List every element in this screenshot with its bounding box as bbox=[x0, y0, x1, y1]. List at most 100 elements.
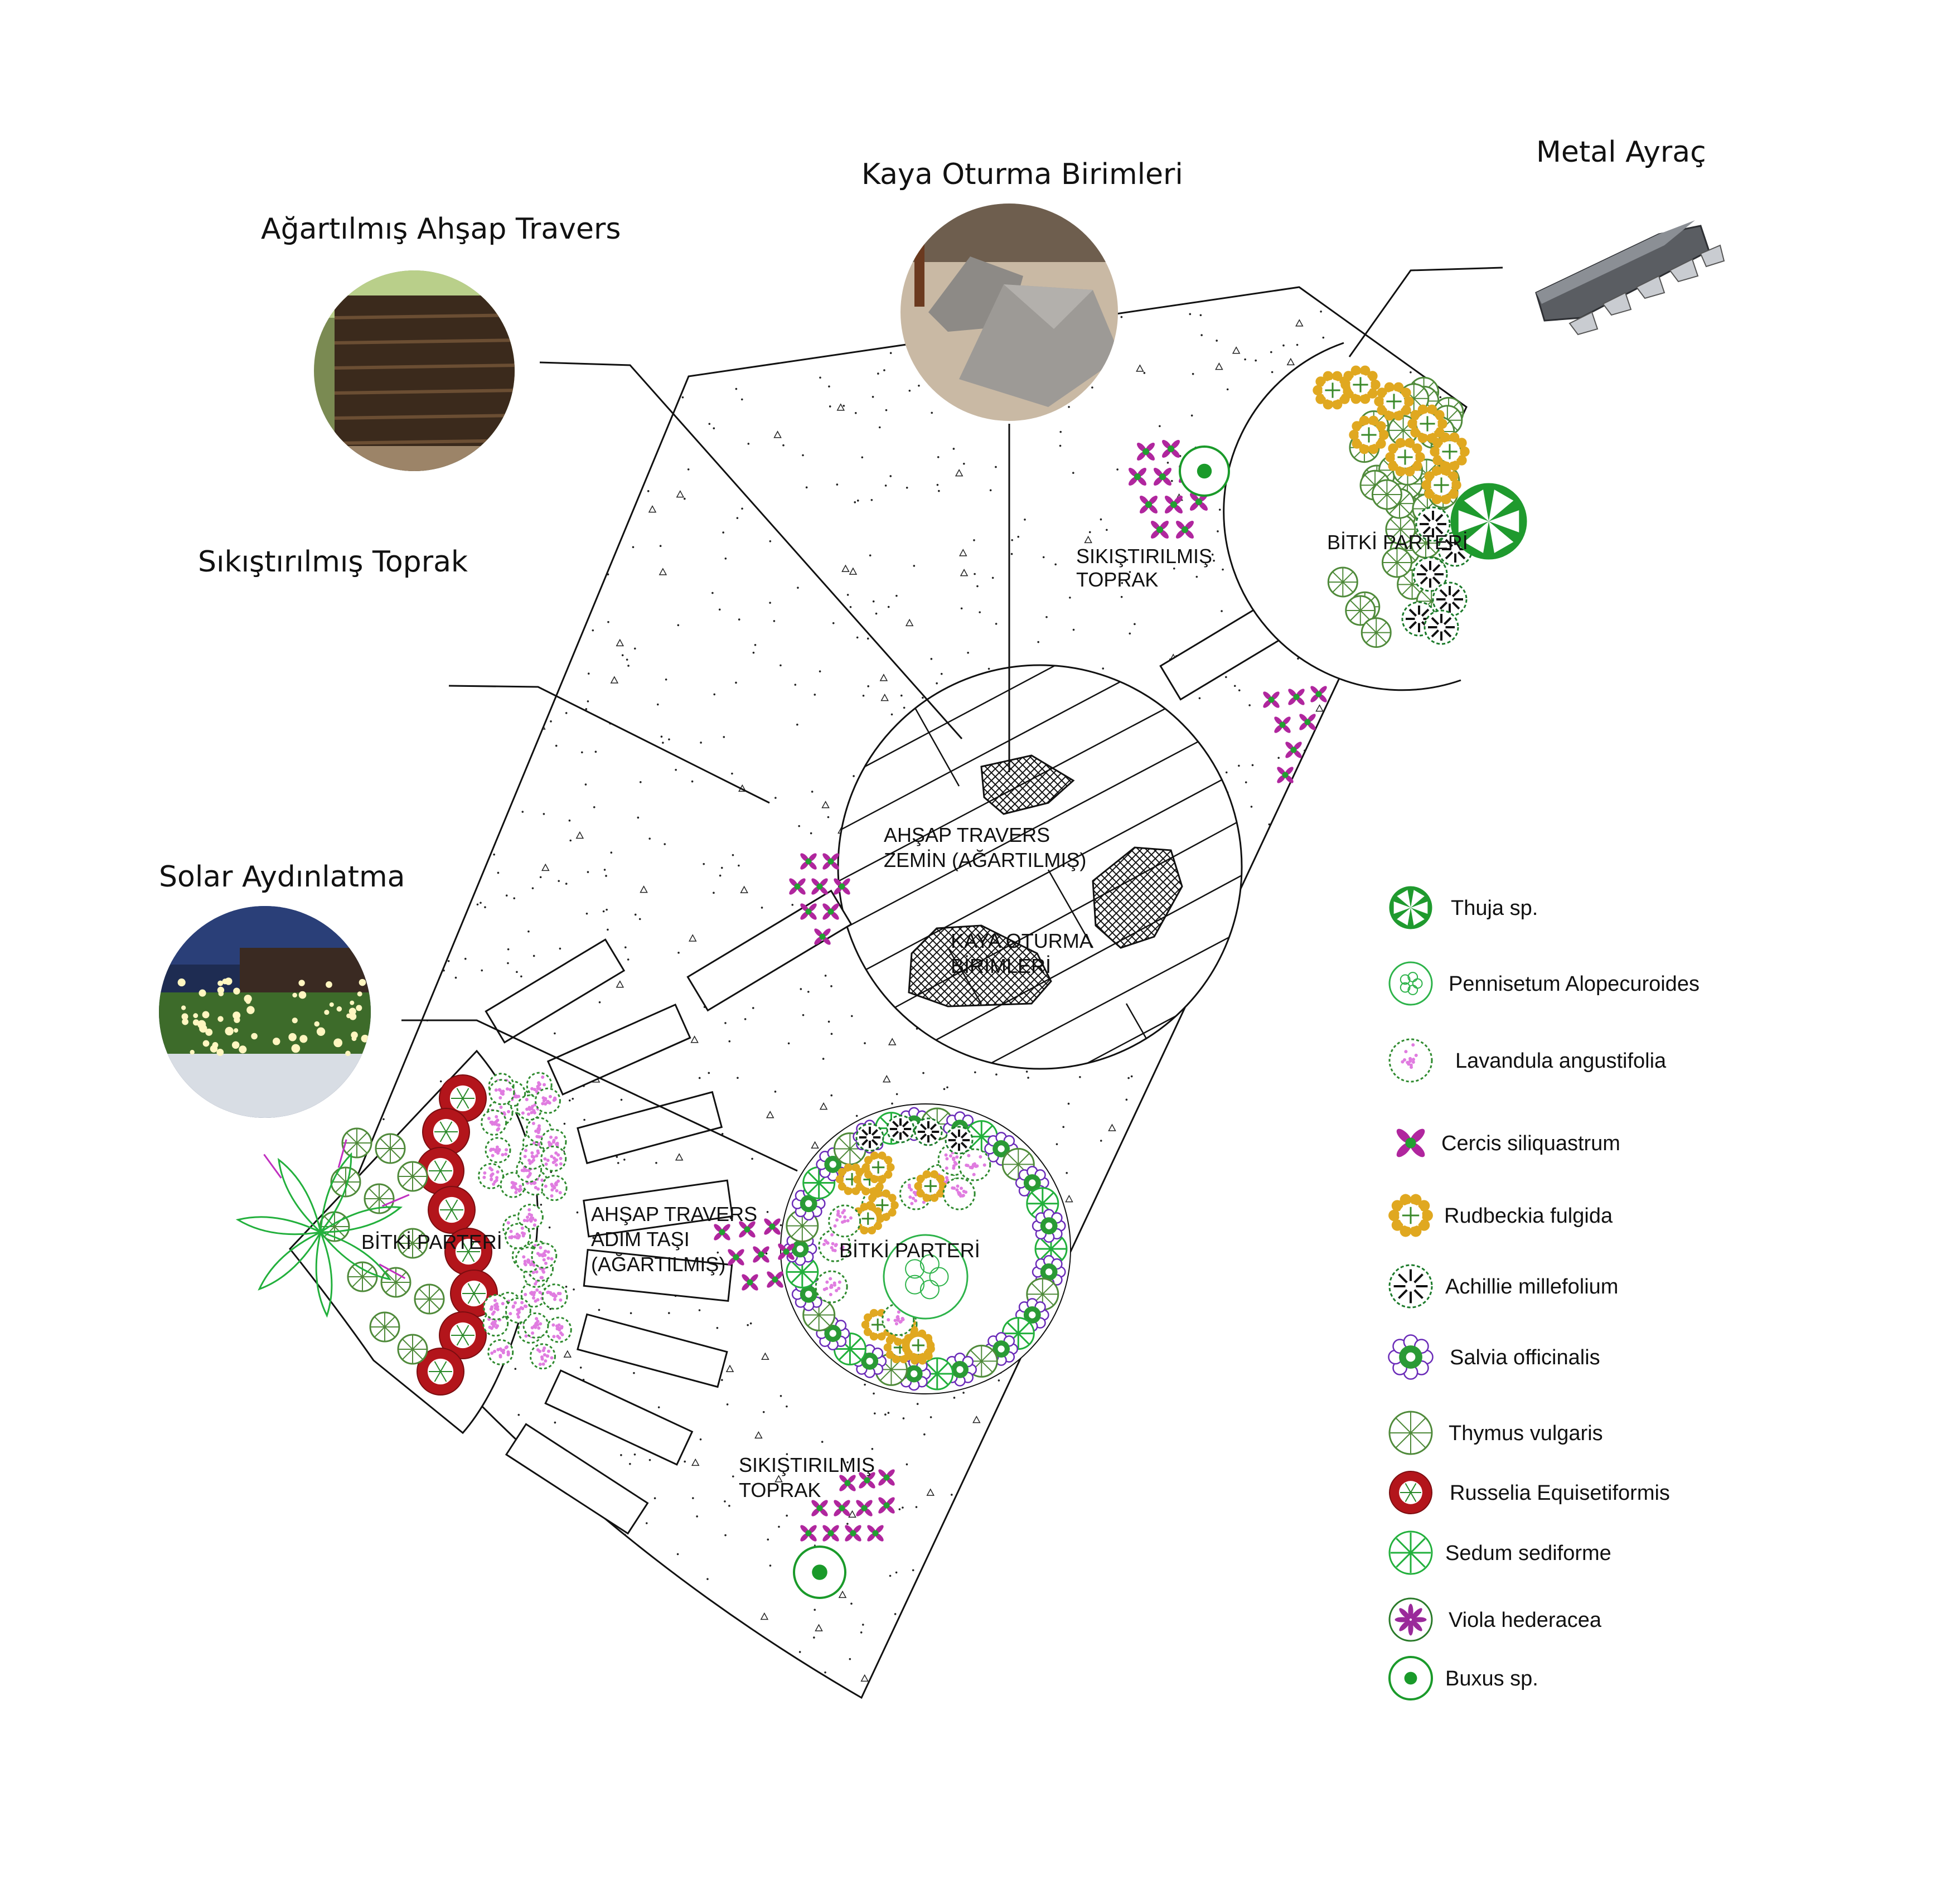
cercis-icon bbox=[1277, 767, 1294, 783]
cercis-icon bbox=[789, 878, 806, 895]
rudbeckia-icon bbox=[1421, 466, 1461, 505]
label-bed-c: BİTKİ PARTERİ bbox=[839, 1239, 980, 1262]
legend-item: Achillie millefolium bbox=[1388, 1264, 1618, 1309]
legend-label: Pennisetum Alopecuroides bbox=[1449, 972, 1700, 996]
photo-rock-seats bbox=[900, 204, 1118, 421]
callout-title-wood: Ağartılmış Ahşap Travers bbox=[261, 212, 621, 246]
legend-label: Thuja sp. bbox=[1451, 897, 1538, 920]
lavandula-icon bbox=[488, 1079, 515, 1106]
viola-icon bbox=[1388, 1597, 1433, 1642]
label-seat-2: BİRİMLERİ bbox=[951, 955, 1051, 977]
cercis-icon bbox=[856, 1500, 873, 1517]
legend-item: Cercis siliquastrum bbox=[1396, 1128, 1620, 1157]
sleeper-slab bbox=[505, 1423, 649, 1535]
legend-label: Thymus vulgaris bbox=[1449, 1422, 1603, 1445]
cercis-icon bbox=[1176, 521, 1194, 539]
thymus-icon bbox=[414, 1283, 445, 1315]
legend-label: Salvia officinalis bbox=[1450, 1346, 1600, 1369]
rudbeckia-icon bbox=[1407, 404, 1447, 443]
thymus-icon bbox=[380, 1267, 411, 1298]
cercis-icon bbox=[1137, 443, 1155, 461]
callout-title-metal: Metal Ayraç bbox=[1536, 135, 1706, 169]
cercis-icon bbox=[800, 853, 817, 870]
plan-labels: SIKIŞTIRILMIŞ TOPRAK AHŞAP TRAVERS ZEMİN… bbox=[361, 531, 1468, 1501]
photo-solar-lighting bbox=[159, 906, 371, 1118]
salvia-icon bbox=[1032, 1209, 1066, 1243]
thymus-icon bbox=[341, 1127, 372, 1159]
lavandula-icon bbox=[531, 1242, 558, 1269]
lavandula-icon bbox=[483, 1294, 510, 1321]
cercis-icon bbox=[767, 1271, 783, 1288]
label-step-1: AHŞAP TRAVERS bbox=[591, 1203, 757, 1225]
rudbeckia-icon bbox=[1374, 382, 1414, 421]
legend-item: Russelia Equisetiformis bbox=[1389, 1471, 1670, 1514]
plant-legend: Thuja sp. Pennisetum AlopecuroidesLavandu… bbox=[1388, 886, 1700, 1700]
russelia-icon bbox=[1389, 1471, 1432, 1514]
cercis-icon bbox=[859, 1472, 875, 1489]
rudbeckia-icon bbox=[1349, 415, 1389, 454]
lavandula-icon bbox=[540, 1145, 567, 1172]
rudbeckia-icon bbox=[1388, 1194, 1433, 1237]
rudbeckia-icon bbox=[914, 1170, 947, 1202]
cercis-icon bbox=[878, 1469, 895, 1486]
thymus-icon bbox=[347, 1261, 378, 1292]
buxus-icon bbox=[793, 1546, 846, 1599]
label-step-3: (AĞARTILMIŞ) bbox=[591, 1253, 725, 1276]
thymus-icon bbox=[1327, 566, 1358, 598]
legend-label: Russelia Equisetiformis bbox=[1450, 1481, 1670, 1505]
cercis-icon bbox=[764, 1218, 781, 1235]
legend-label: Lavandula angustifolia bbox=[1455, 1049, 1667, 1073]
label-seat-1: KAYA OTURMA bbox=[951, 929, 1093, 952]
lavandula-icon bbox=[505, 1297, 531, 1324]
cercis-icon bbox=[1274, 716, 1291, 733]
callout-title-soil: Sıkıştırılmış Toprak bbox=[198, 545, 468, 579]
sleeper-slab bbox=[544, 1369, 694, 1466]
salvia-icon bbox=[984, 1132, 1018, 1166]
legend-item: Buxus sp. bbox=[1388, 1656, 1538, 1700]
lavandula-icon bbox=[534, 1087, 561, 1114]
legend-label: Viola hederacea bbox=[1449, 1609, 1602, 1632]
legend-item: Salvia officinalis bbox=[1388, 1334, 1600, 1380]
lavandula-icon bbox=[942, 1177, 976, 1210]
thymus-icon bbox=[397, 1161, 428, 1192]
sleeper-slab bbox=[583, 1179, 734, 1238]
cercis-icon bbox=[1151, 521, 1169, 539]
russelia-icon bbox=[428, 1186, 476, 1234]
leader-metal bbox=[1348, 267, 1503, 357]
lavandula-icon bbox=[522, 1312, 549, 1339]
thymus-icon bbox=[1388, 1411, 1433, 1455]
cercis-icon bbox=[778, 1243, 795, 1260]
thuja-icon bbox=[1389, 886, 1432, 929]
cercis-icon bbox=[878, 1497, 895, 1514]
planting-bed-northeast bbox=[1223, 342, 1461, 691]
cercis-icon bbox=[800, 903, 817, 920]
achillea-icon bbox=[1412, 556, 1448, 592]
cercis-icon bbox=[1165, 496, 1183, 513]
sleeper-slab bbox=[485, 938, 626, 1044]
pennisetum-icon bbox=[1388, 961, 1433, 1006]
thymus-icon bbox=[397, 1228, 428, 1259]
label-soil-top-2: TOPRAK bbox=[1076, 568, 1158, 591]
wood-deck bbox=[837, 664, 1243, 1070]
thymus-icon bbox=[364, 1183, 395, 1214]
thymus-icon bbox=[1361, 617, 1392, 648]
cercis-icon bbox=[811, 878, 828, 895]
legend-label: Buxus sp. bbox=[1445, 1667, 1538, 1690]
rudbeckia-icon bbox=[1340, 365, 1381, 404]
lavandula-icon bbox=[818, 1229, 851, 1262]
lavandula-icon bbox=[828, 1204, 861, 1238]
cercis-icon bbox=[1263, 691, 1280, 708]
cercis-icon bbox=[1310, 686, 1327, 703]
sleeper-slab bbox=[546, 1003, 691, 1096]
achillea-icon bbox=[855, 1123, 884, 1152]
cercis-icon bbox=[845, 1525, 861, 1542]
legend-item: Pennisetum Alopecuroides bbox=[1388, 961, 1700, 1006]
callout-title-solar: Solar Aydınlatma bbox=[159, 860, 405, 894]
photo-metal-edging bbox=[1535, 220, 1725, 336]
photo-wood-sleepers bbox=[314, 270, 515, 471]
thymus-icon bbox=[330, 1166, 361, 1198]
plant-symbols bbox=[235, 365, 1527, 1599]
achillea-icon bbox=[1424, 609, 1459, 645]
lavandula-icon bbox=[519, 1143, 546, 1170]
